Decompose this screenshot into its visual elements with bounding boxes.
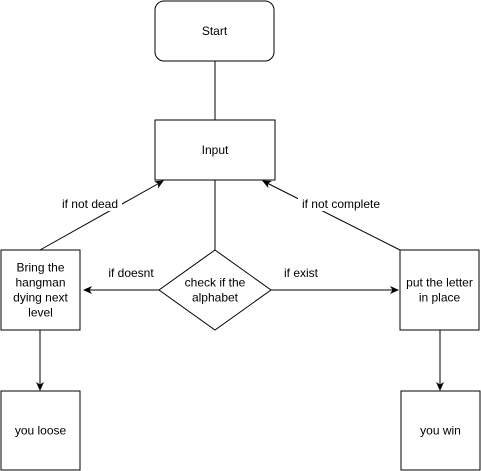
edge-label-if-not-complete: if not complete — [302, 197, 380, 211]
node-label-line: put the letter — [406, 276, 473, 290]
node-label-line: you win — [420, 424, 461, 438]
node-label-line: in place — [419, 291, 461, 305]
node-start-label: Start — [202, 24, 228, 38]
node-label-line: dying next — [13, 291, 68, 305]
node-label-line: you loose — [15, 424, 67, 438]
node-label-line: check if the — [185, 276, 246, 290]
node-loose-label: you loose — [15, 424, 67, 438]
arrow-bring-to-input — [39, 180, 164, 251]
node-label-line: Start — [202, 24, 228, 38]
node-label-line: alphabet — [192, 291, 239, 305]
node-label-line: hangman — [15, 276, 65, 290]
node-input-label: Input — [202, 143, 229, 157]
edge-label-if-exist: if exist — [284, 266, 319, 280]
node-win-label: you win — [420, 424, 461, 438]
node-start: Start — [154, 0, 275, 62]
node-input: Input — [154, 119, 276, 181]
node-you-loose: you loose — [0, 390, 81, 471]
edge-label-if-doesnt: if doesnt — [108, 266, 154, 280]
arrow-put-to-input — [262, 180, 401, 251]
edge-label-if-not-dead: if not dead — [62, 197, 118, 211]
node-you-win: you win — [400, 390, 481, 471]
node-label-line: Bring the — [16, 261, 64, 275]
node-label-line: level — [28, 306, 53, 320]
node-label-line: Input — [202, 143, 229, 157]
